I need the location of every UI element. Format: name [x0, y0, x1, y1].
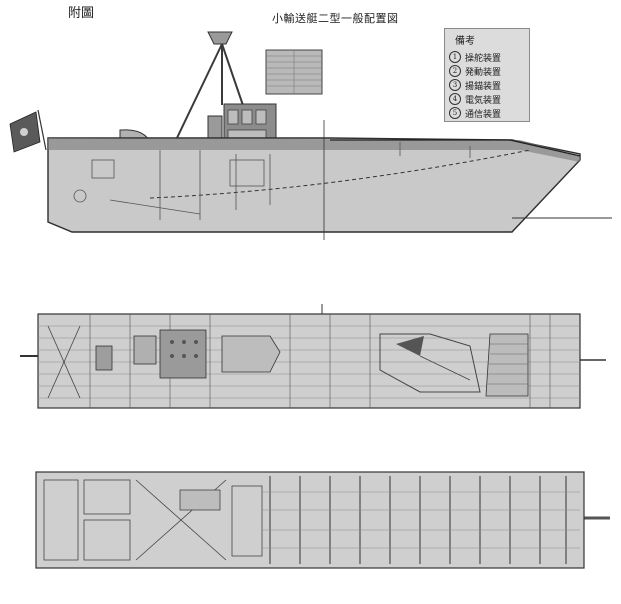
side-elevation-view	[9, 31, 612, 240]
legend-item: 5 通信装置	[449, 106, 525, 120]
bow-ramp-plan	[485, 333, 529, 397]
hold-stringers	[262, 491, 580, 549]
legend-item-number: 1	[449, 51, 461, 63]
legend-item-text: 発動装置	[465, 67, 502, 78]
machinery-space	[159, 329, 207, 379]
cargo-marker	[396, 336, 424, 356]
legend-item: 3 揚錨装置	[449, 78, 525, 92]
legend-item-number: 5	[449, 107, 461, 119]
hold-frames	[269, 476, 567, 564]
hold-plan-view	[35, 471, 610, 569]
legend-item-number: 2	[449, 65, 461, 77]
legend-item: 4 電気装置	[449, 92, 525, 106]
engine-hatch	[95, 345, 113, 371]
legend-item-number: 3	[449, 79, 461, 91]
legend-item-text: 操舵装置	[465, 53, 502, 64]
legend-item-text: 揚錨装置	[465, 81, 502, 92]
legend-title: 備考	[455, 36, 475, 47]
bridge-plan	[221, 335, 281, 373]
drawing-title: 小輸送艇二型一般配置図	[272, 12, 399, 25]
cargo-well	[379, 333, 481, 393]
legend-item-text: 通信装置	[465, 109, 502, 120]
legend-item: 1 操舵装置	[449, 50, 525, 64]
hatch-cover	[265, 49, 323, 95]
legend-item-text: 電気装置	[465, 95, 502, 106]
hull-interior-details	[73, 142, 471, 220]
legend-box: 備考 1 操舵装置 2 発動装置 3 揚錨装置 4 電気装置 5 通信装置	[444, 28, 530, 122]
ensign-flag	[9, 109, 47, 153]
deck-plan-view	[20, 304, 606, 409]
legend-item: 2 発動装置	[449, 64, 525, 78]
stern-hatch	[47, 325, 81, 399]
mast-head-lamp	[207, 31, 233, 45]
figure-label: 附圖	[68, 6, 95, 21]
gunwale	[48, 138, 580, 162]
engine-block	[133, 335, 157, 365]
hold-compartments	[43, 479, 263, 561]
deck-frames	[89, 314, 551, 408]
legend-item-number: 4	[449, 93, 461, 105]
deck-line	[149, 149, 531, 199]
